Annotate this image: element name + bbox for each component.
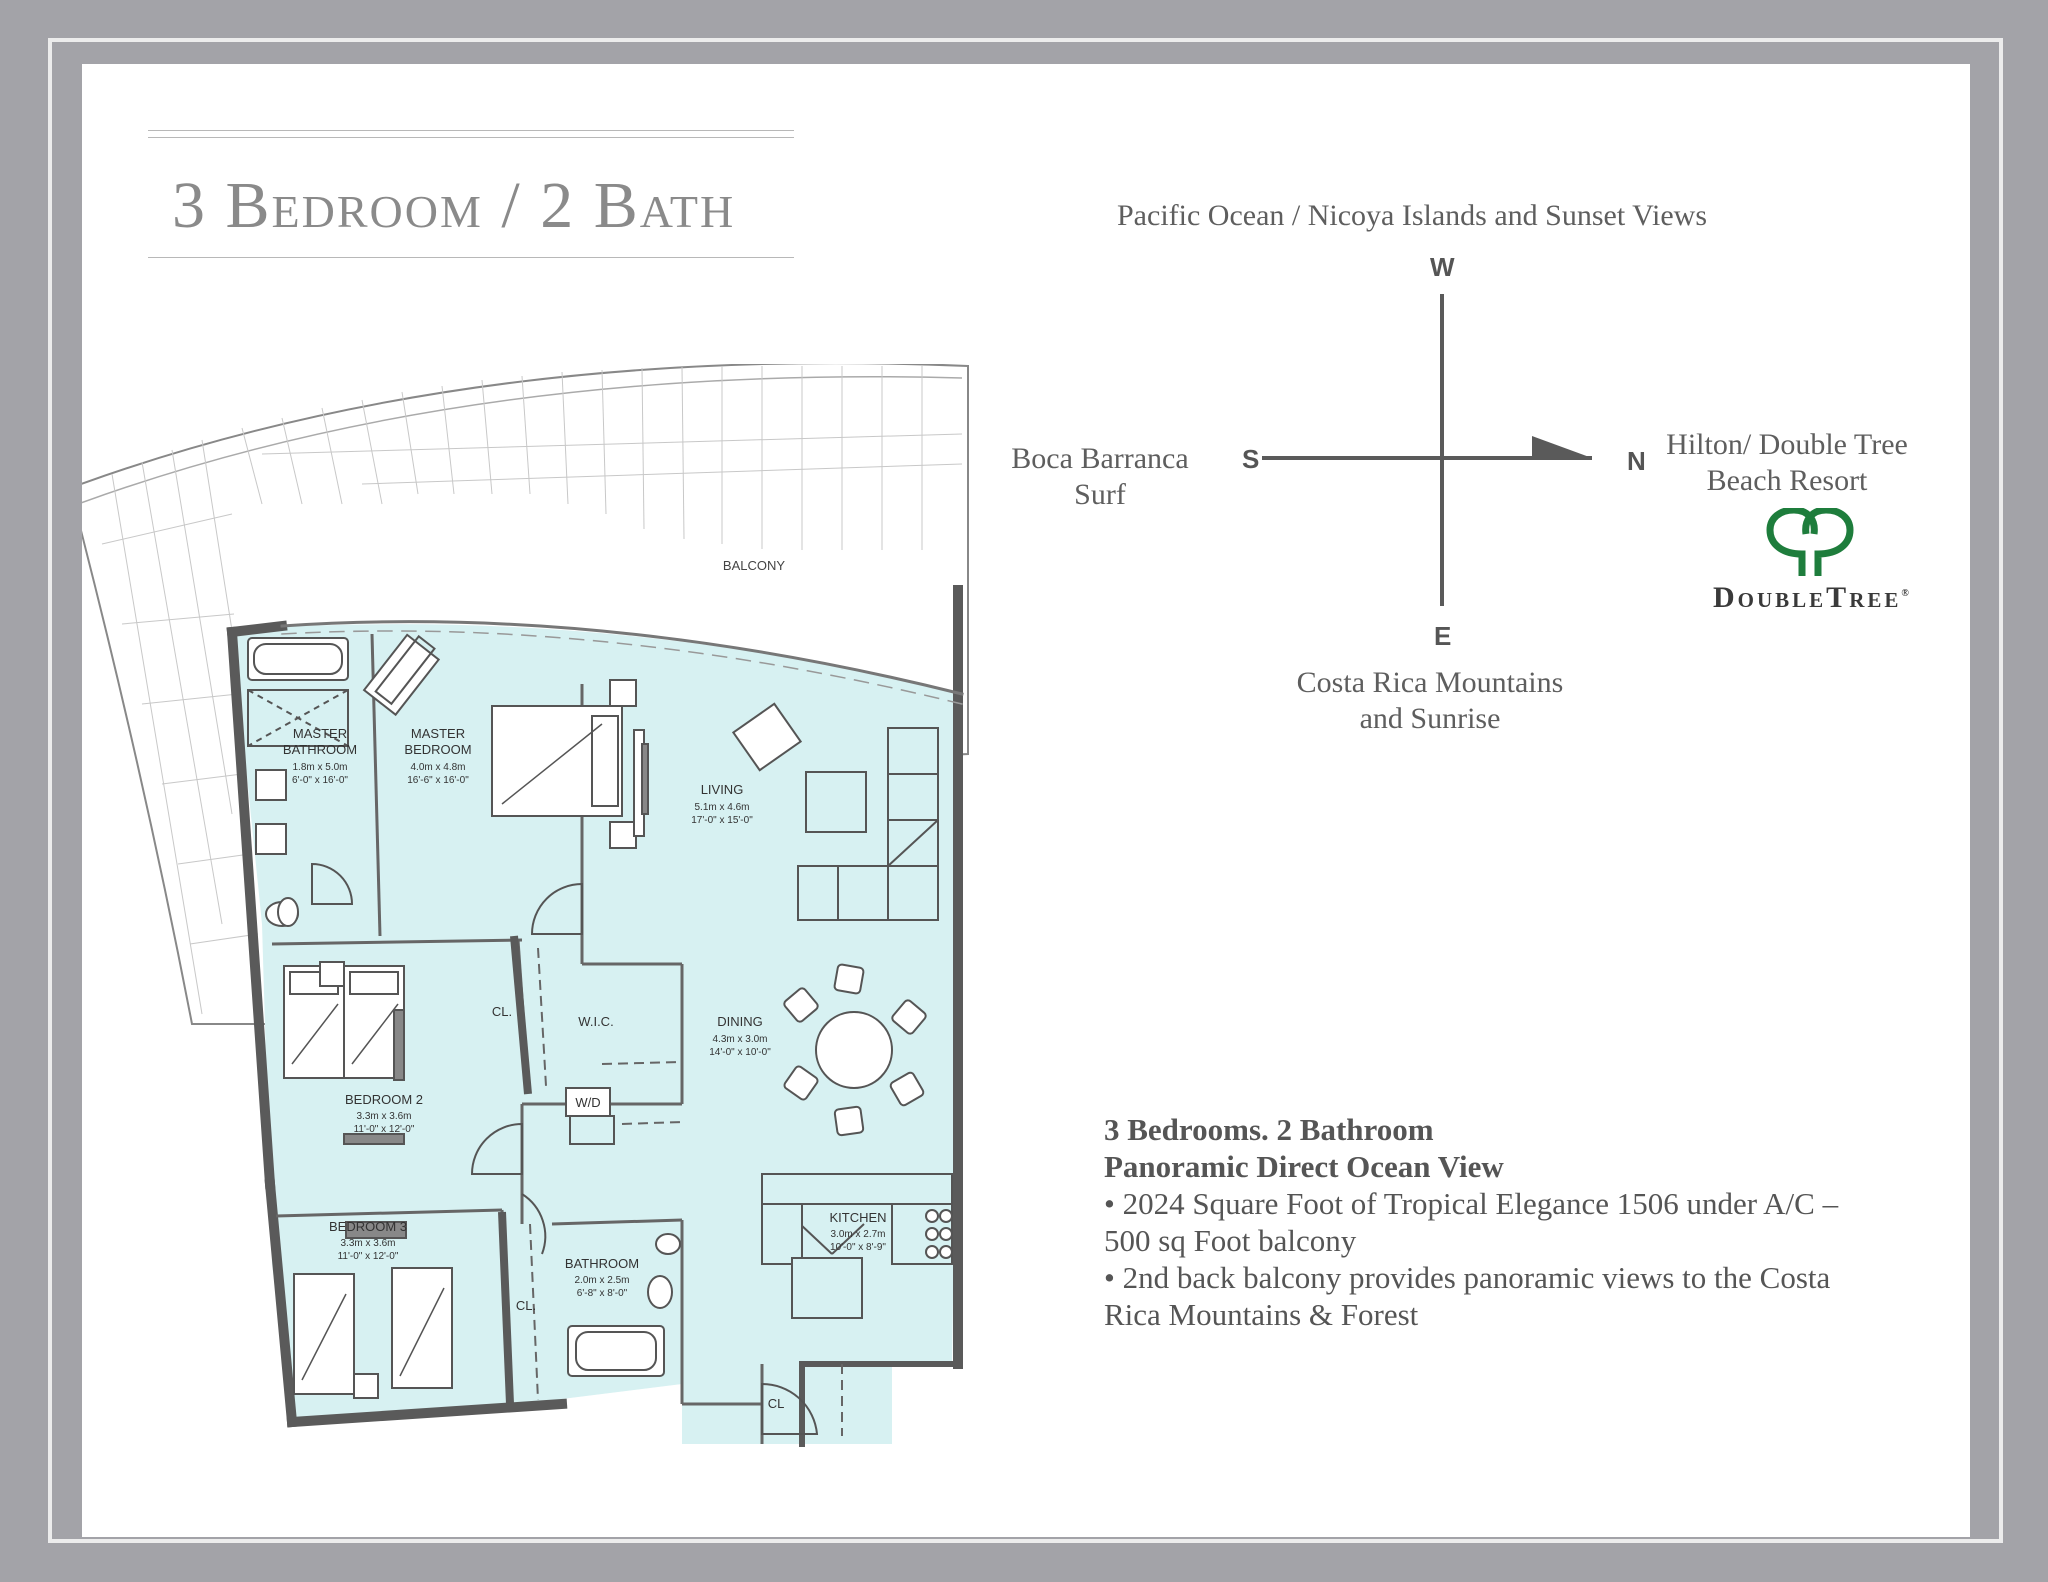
doors [311,862,865,1435]
north-view-label: Hilton/ Double Tree Beach Resort [1666,428,1908,497]
dining-dim: 14'-0" x 10'-0" [709,1047,771,1058]
brochure-sheet: 3 Bedroom / 2 Bath [82,64,1970,1537]
bedroom3-beds [293,1221,453,1399]
master-bath-dim: 6'-0" x 16'-0" [292,775,348,786]
closet-label: CL. [492,1004,512,1019]
master-bath-name: MASTER [293,726,347,741]
wic-label: W.I.C. [578,1014,613,1029]
master-bath-dim: 1.8m x 5.0m [292,762,347,773]
kitchen-counter [761,1173,953,1319]
master-bed-name: MASTER [411,726,465,741]
title-rule [148,130,794,131]
compass-east: E [1434,621,1452,651]
master-bath-name: BATHROOM [283,742,357,757]
feature-bullet: • 2nd back balcony provides panoramic vi… [1104,1260,1831,1332]
closet-label: CL. [516,1298,536,1313]
living-furniture [731,702,939,921]
bathroom-name: BATHROOM [565,1256,639,1271]
title-rule [148,137,794,138]
page-title: 3 Bedroom / 2 Bath [172,169,736,242]
dining-set [783,963,927,1137]
compass-south: S [1242,444,1260,474]
closet-dashes [529,947,843,1436]
compass-west: W [1430,252,1455,282]
master-bed-dim: 16'-6" x 16'-0" [407,775,469,786]
bedroom2-dim: 3.3m x 3.6m [356,1111,411,1122]
dining-dim: 4.3m x 3.0m [712,1034,767,1045]
living-dim: 17'-0" x 15'-0" [691,815,753,826]
doubletree-logo-icon [1766,508,1854,576]
feature-bullet: • 2024 Square Foot of Tropical Elegance … [1104,1186,1839,1258]
master-bath-fixtures [247,637,349,927]
bedroom3-dim: 11'-0" x 12'-0" [338,1251,399,1262]
features-block: 3 Bedrooms. 2 Bathroom Panoramic Direct … [1104,1111,1864,1333]
kitchen-dim: 10'-0" x 8'-9" [830,1242,886,1253]
bedroom2-beds [283,961,405,1145]
bedroom3-dim: 3.3m x 3.6m [340,1238,395,1249]
exterior-walls [226,585,964,1447]
bedroom3-name: BEDROOM 3 [329,1219,407,1234]
kitchen-dim: 3.0m x 2.7m [830,1229,885,1240]
features-heading: 3 Bedrooms. 2 Bathroom [1104,1112,1434,1147]
south-view-label: Boca Barranca Surf [1011,442,1189,511]
logo-wordmark: DoubleTree [1713,581,1902,614]
living-name: LIVING [701,782,744,797]
doubletree-logo-text: DoubleTree® [1713,581,1912,615]
bathroom-dim: 2.0m x 2.5m [574,1275,629,1286]
floor-plan: BALCONY [82,364,969,1447]
dining-name: DINING [717,1014,763,1029]
master-bed-name: BEDROOM [404,742,471,757]
wd-bath-fixtures [565,1087,681,1377]
master-bed-dim: 4.0m x 4.8m [410,762,465,773]
features-subheading: Panoramic Direct Ocean View [1104,1149,1504,1184]
balcony-label: BALCONY [723,558,785,573]
west-view-label: Pacific Ocean / Nicoya Islands and Sunse… [1117,199,1707,232]
title-rule [148,257,794,258]
outer-frame [48,38,2003,1543]
bedroom2-dim: 11'-0" x 12'-0" [354,1124,415,1135]
compass-rose [1262,294,1592,606]
master-bed [362,633,649,849]
bedroom2-name: BEDROOM 2 [345,1092,423,1107]
wd-label: W/D [575,1095,600,1110]
bathroom-dim: 6'-8" x 8'-0" [577,1288,628,1299]
kitchen-name: KITCHEN [829,1210,886,1225]
logo-registered: ® [1901,588,1912,599]
heavy-walls [498,935,532,1405]
living-dim: 5.1m x 4.6m [694,802,749,813]
closet-label-2: CL [768,1396,785,1411]
east-view-label: Costa Rica Mountains and Sunrise [1296,666,1564,735]
compass-north: N [1627,446,1646,476]
